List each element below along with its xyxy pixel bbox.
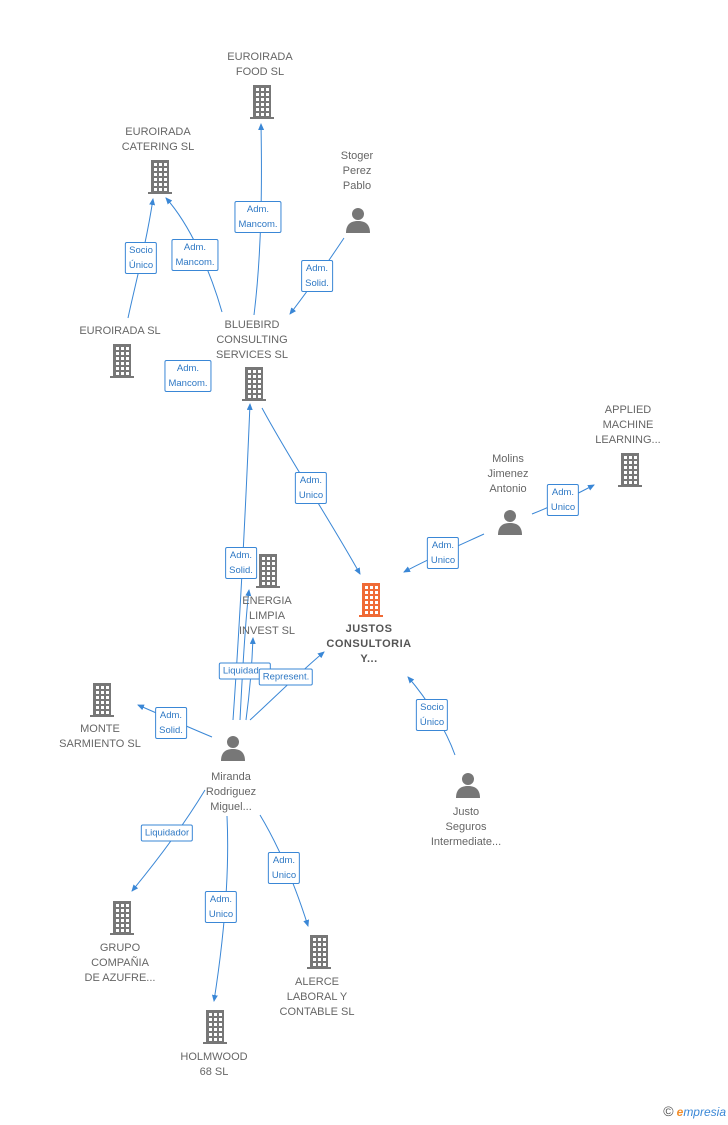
edge-label-e7: Adm. Unico [546,484,580,516]
node-label[interactable]: EUROIRADA CATERING SL [121,126,195,153]
node-label[interactable]: BLUEBIRD CONSULTING SERVICES SL [216,319,288,361]
node-label[interactable]: Justo Seguros Intermediate... [430,806,502,848]
edge-label-e5: Adm. Mancom. [164,360,212,392]
edge-label-e8: Adm. Unico [426,537,460,569]
node-label[interactable]: EUROIRADA FOOD SL [227,51,293,78]
node-label[interactable]: MONTE SARMIENTO SL [59,723,141,750]
edge-label-e3: Adm. Mancom. [171,239,219,271]
building-icon[interactable] [357,582,385,623]
edge-label-e12: Adm. Solid. [155,707,187,739]
node-label[interactable]: HOLMWOOD 68 SL [180,1051,248,1078]
footer-brand: ©empresia [663,1103,726,1119]
building-icon[interactable] [254,553,282,594]
node-label[interactable]: APPLIED MACHINE LEARNING... [595,404,661,446]
node-label[interactable]: GRUPO COMPAÑIA DE AZUFRE... [84,942,156,984]
building-icon[interactable] [146,159,174,200]
building-icon[interactable] [108,343,136,384]
building-icon[interactable] [108,900,136,941]
node-label[interactable]: ENERGIA LIMPIA INVEST SL [238,595,296,637]
edge-line-e11 [249,651,325,721]
edge-label-e11: Represent. [258,668,314,686]
edge-label-e13: Socio Único [415,699,449,731]
edge-label-e1: Adm. Mancom. [234,201,282,233]
edge-line-e9 [239,589,252,721]
edge-label-e2: Socio Único [124,242,158,274]
building-icon[interactable] [248,84,276,125]
edge-label-e4: Adm. Solid. [301,260,333,292]
person-icon[interactable] [496,508,524,541]
edge-label-e14: Liquidador [140,824,194,842]
brand-name: mpresia [683,1105,726,1119]
edge-label-e15: Adm. Unico [204,891,238,923]
brand-initial: e [676,1105,684,1119]
edge-label-e6: Adm. Unico [294,472,328,504]
node-label[interactable]: Miranda Rodriguez Miguel... [205,771,257,813]
building-icon[interactable] [201,1009,229,1050]
person-icon[interactable] [219,734,247,767]
building-icon[interactable] [240,366,268,407]
building-icon[interactable] [616,452,644,493]
edge-label-e16: Adm. Unico [267,852,301,884]
node-label[interactable]: EUROIRADA SL [79,325,161,337]
building-icon[interactable] [305,934,333,975]
person-icon[interactable] [344,206,372,239]
node-label[interactable]: ALERCE LABORAL Y CONTABLE SL [279,976,355,1018]
node-label[interactable]: Molins Jimenez Antonio [487,453,529,495]
node-label[interactable]: Stoger Perez Pablo [340,150,374,192]
node-label[interactable]: JUSTOS CONSULTORIA Y... [326,623,412,665]
copyright-symbol: © [663,1103,674,1119]
person-icon[interactable] [454,771,482,804]
edge-label-e9: Adm. Solid. [225,547,257,579]
building-icon[interactable] [88,682,116,723]
